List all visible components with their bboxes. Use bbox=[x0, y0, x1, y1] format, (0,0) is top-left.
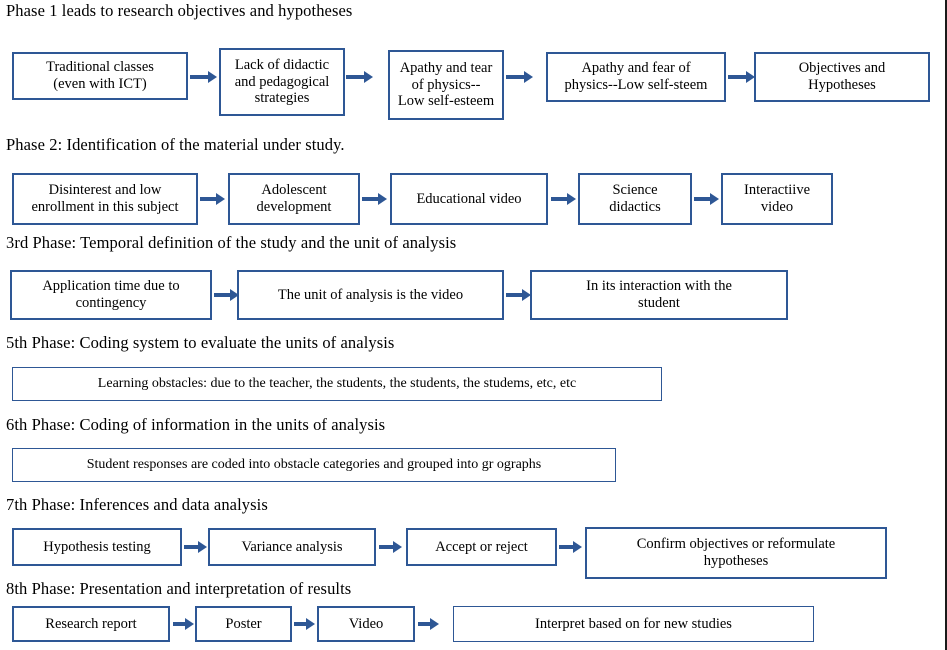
node-video[interactable]: Video bbox=[317, 606, 415, 642]
node-label: Traditional classes (even with ICT) bbox=[46, 59, 154, 92]
node-label: Learning obstacles: due to the teacher, … bbox=[97, 375, 577, 391]
node-lack-of-didactic[interactable]: Lack of didactic and pedagogical strateg… bbox=[219, 48, 345, 116]
node-label: Poster bbox=[225, 615, 262, 632]
node-label: In its interaction with the student bbox=[586, 278, 732, 311]
node-label: Application time due to contingency bbox=[42, 278, 180, 311]
node-apathy-and-fear[interactable]: Apathy and fear of physics--Low self-ste… bbox=[546, 52, 726, 102]
node-label: Confirm objectives or reformulate hypoth… bbox=[636, 536, 836, 569]
node-apathy-and-tear[interactable]: Apathy and tear of physics-- Low self-es… bbox=[388, 50, 504, 120]
arrow-right-icon bbox=[362, 192, 388, 206]
arrow-right-icon bbox=[559, 540, 583, 554]
arrow-right-icon bbox=[694, 192, 720, 206]
node-label: Video bbox=[348, 615, 384, 632]
node-science-didactics[interactable]: Science didactics bbox=[578, 173, 692, 225]
node-label: Accept or reject bbox=[435, 538, 528, 555]
node-label: Objectives and Hypotheses bbox=[798, 60, 886, 93]
arrow-right-icon bbox=[184, 540, 208, 554]
node-label: Science didactics bbox=[609, 182, 661, 215]
node-label: Educational video bbox=[416, 190, 522, 207]
node-interpret-based-on[interactable]: Interpret based on for new studies bbox=[453, 606, 814, 642]
node-accept-or-reject[interactable]: Accept or reject bbox=[406, 528, 557, 566]
arrow-right-icon bbox=[418, 617, 440, 631]
node-traditional-classes[interactable]: Traditional classes (even with ICT) bbox=[12, 52, 188, 100]
node-variance-analysis[interactable]: Variance analysis bbox=[208, 528, 376, 566]
arrow-right-icon bbox=[190, 70, 218, 84]
node-in-its-interaction[interactable]: In its interaction with the student bbox=[530, 270, 788, 320]
node-label: Interpret based on for new studies bbox=[535, 615, 732, 632]
arrow-right-icon bbox=[346, 70, 374, 84]
node-educational-video[interactable]: Educational video bbox=[390, 173, 548, 225]
arrow-right-icon bbox=[200, 192, 226, 206]
phase-heading-7: 7th Phase: Inferences and data analysis bbox=[6, 495, 268, 514]
node-adolescent-development[interactable]: Adolescent development bbox=[228, 173, 360, 225]
arrow-right-icon bbox=[294, 617, 316, 631]
phase-heading-2: Phase 2: Identification of the material … bbox=[6, 135, 345, 154]
node-poster[interactable]: Poster bbox=[195, 606, 292, 642]
phase-heading-6: 6th Phase: Coding of information in the … bbox=[6, 415, 386, 434]
phase-heading-3: 3rd Phase: Temporal definition of the st… bbox=[6, 233, 457, 252]
node-learning-obstacles[interactable]: Learning obstacles: due to the teacher, … bbox=[12, 367, 662, 401]
arrow-right-icon bbox=[173, 617, 195, 631]
node-student-responses-coded[interactable]: Student responses are coded into obstacl… bbox=[12, 448, 616, 482]
node-label: Apathy and tear of physics-- Low self-es… bbox=[397, 59, 495, 110]
arrow-right-icon bbox=[728, 70, 756, 84]
node-label: Disinterest and low enrollment in this s… bbox=[31, 182, 179, 215]
node-application-time[interactable]: Application time due to contingency bbox=[10, 270, 212, 320]
arrow-right-icon bbox=[379, 540, 403, 554]
phase-heading-5: 5th Phase: Coding system to evaluate the… bbox=[6, 333, 395, 352]
node-label: Apathy and fear of physics--Low self-ste… bbox=[564, 60, 708, 93]
node-label: Variance analysis bbox=[241, 538, 343, 555]
node-research-report[interactable]: Research report bbox=[12, 606, 170, 642]
node-confirm-objectives[interactable]: Confirm objectives or reformulate hypoth… bbox=[585, 527, 887, 579]
node-label: Student responses are coded into obstacl… bbox=[86, 456, 542, 472]
node-label: Lack of didactic and pedagogical strateg… bbox=[234, 56, 330, 107]
node-label: Hypothesis testing bbox=[43, 538, 151, 555]
arrow-right-icon bbox=[506, 288, 532, 302]
node-label: The unit of analysis is the video bbox=[277, 286, 464, 303]
node-objectives-hypotheses[interactable]: Objectives and Hypotheses bbox=[754, 52, 930, 102]
arrow-right-icon bbox=[551, 192, 577, 206]
node-label: Research report bbox=[45, 615, 137, 632]
node-label: Adolescent development bbox=[256, 182, 332, 215]
arrow-right-icon bbox=[506, 70, 534, 84]
node-unit-of-analysis-video[interactable]: The unit of analysis is the video bbox=[237, 270, 504, 320]
node-disinterest-low-enrollment[interactable]: Disinterest and low enrollment in this s… bbox=[12, 173, 198, 225]
phase-heading-1: Phase 1 leads to research objectives and… bbox=[6, 1, 353, 20]
node-hypothesis-testing[interactable]: Hypothesis testing bbox=[12, 528, 182, 566]
node-interactive-video[interactable]: Interactiive video bbox=[721, 173, 833, 225]
phase-heading-8: 8th Phase: Presentation and interpretati… bbox=[6, 579, 352, 598]
arrow-right-icon bbox=[214, 288, 240, 302]
node-label: Interactiive video bbox=[743, 182, 810, 215]
